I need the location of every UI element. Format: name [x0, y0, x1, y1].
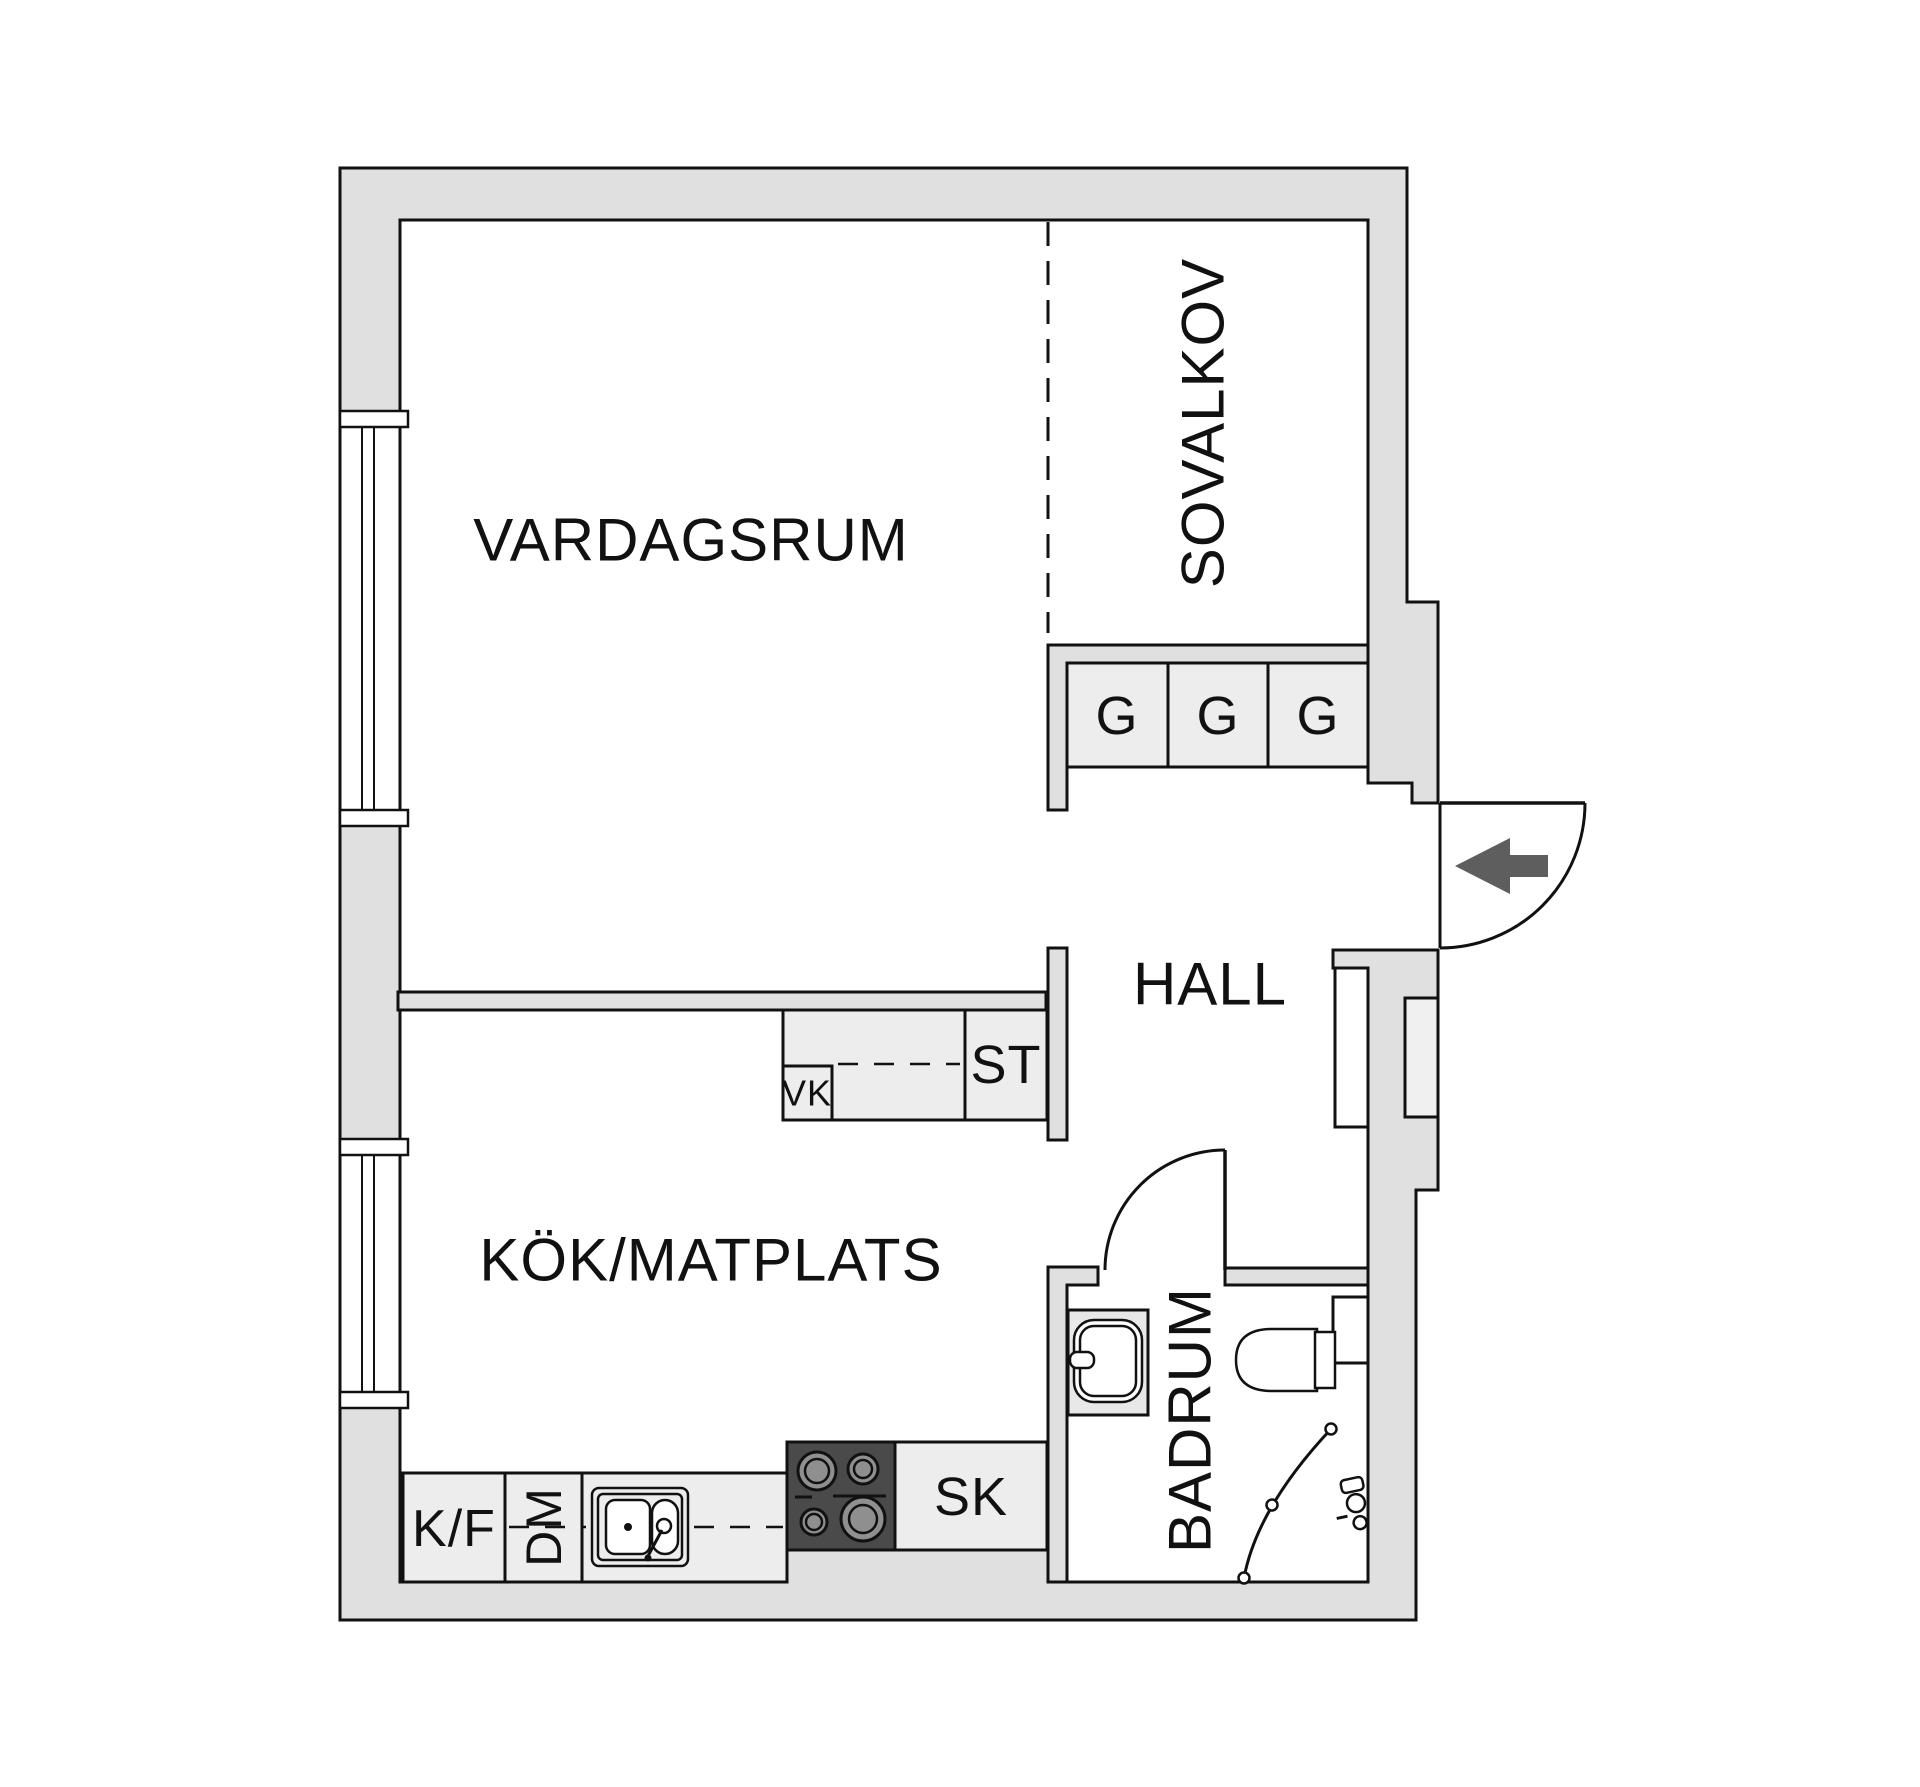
wardrobe-label: G — [1296, 686, 1339, 746]
burner — [846, 1452, 880, 1486]
room-label-bathroom: BADRUM — [1157, 1287, 1224, 1553]
bathroom-shaft — [1331, 1295, 1370, 1365]
toilet — [1234, 1327, 1337, 1393]
water-heater-box — [781, 1064, 834, 1122]
wardrobe-box — [1266, 661, 1370, 769]
room-label-kitchen: KÖK/MATPLATS — [479, 1227, 942, 1294]
wardrobe-label: G — [1095, 686, 1138, 746]
shower — [1237, 1422, 1368, 1585]
storage-label: ST — [970, 1035, 1041, 1095]
room-label-living: VARDAGSRUM — [473, 507, 909, 574]
wardrobe-label: G — [1196, 686, 1239, 746]
bathroom-sink — [1066, 1308, 1150, 1417]
cabinet-box — [893, 1440, 1049, 1552]
facade-niche — [1403, 996, 1440, 1119]
wall-window-pier — [338, 816, 402, 1149]
hall-shaft — [1333, 966, 1370, 1129]
dishwasher-label: DM — [516, 1487, 572, 1567]
bathroom-door — [1103, 1148, 1227, 1271]
entrance-door — [1438, 801, 1587, 950]
room-label-hall: HALL — [1133, 951, 1287, 1018]
storage-box — [963, 1008, 1049, 1122]
stove — [785, 1440, 897, 1552]
storage-closet: VK ST — [781, 1008, 1049, 1122]
wardrobes: G G G — [1065, 661, 1370, 769]
burner — [796, 1450, 838, 1492]
wall-perimeter-upper — [338, 166, 1440, 805]
kitchen-sink — [590, 1486, 690, 1568]
kitchen-counter — [401, 1440, 1049, 1584]
shower-mixer-icon — [1336, 1475, 1368, 1531]
wall-hall-kitchen — [1046, 946, 1069, 1142]
wardrobe-box — [1065, 661, 1170, 769]
room-label-alcove: SOVALKOV — [1170, 258, 1237, 588]
water-heater-label: VK — [782, 1073, 832, 1114]
wall-bathroom-top — [1223, 1266, 1370, 1287]
window-living-room — [338, 409, 410, 828]
wall-living-kitchen — [396, 990, 1048, 1012]
burner — [839, 1495, 887, 1543]
window-kitchen — [338, 1137, 410, 1410]
cabinet-label: SK — [934, 1467, 1008, 1527]
fridge-freezer-label: K/F — [412, 1500, 496, 1558]
entrance-arrow-icon — [1455, 838, 1548, 894]
wall-kitchen-bathroom — [1046, 1265, 1100, 1584]
